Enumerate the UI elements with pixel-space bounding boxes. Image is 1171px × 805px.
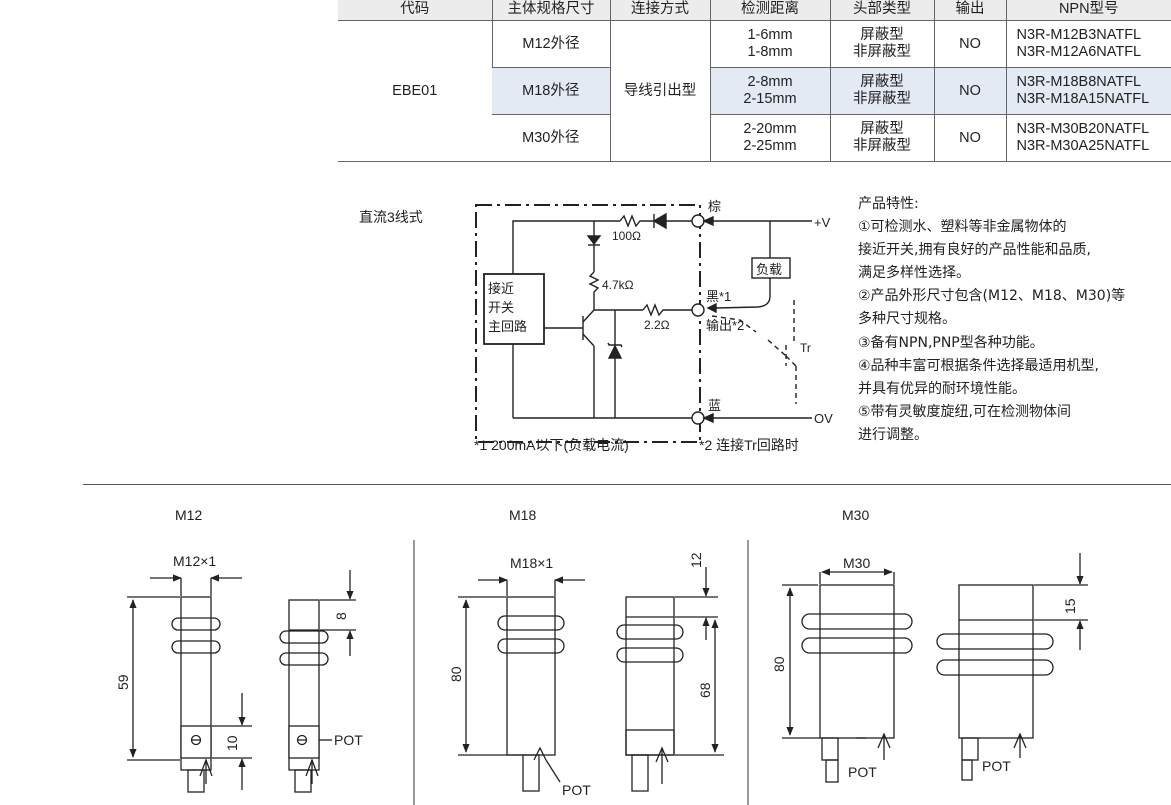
feature-line: 多种尺寸规格。 [858,311,956,328]
box-label-line2: 开关 [488,300,514,315]
m12-pot-label: POT [334,732,363,748]
header-output: 输出 [933,0,1006,21]
cell-size: M18外径 [492,67,610,115]
cell-output: NO [933,67,1006,115]
cell-head-type: 屏蔽型非屏蔽型 [829,20,934,68]
m18-thread-label: M18×1 [510,555,553,571]
wiring-diagram: 接近 开关 主回路 100Ω 4.7kΩ 2.2Ω 棕 黑*1 输出*2 蓝 +… [475,199,833,443]
header-distance: 检测距离 [709,0,830,21]
wire-brown-label: 棕 [708,199,721,214]
feature-line: 并具有优异的耐环境性能。 [858,380,1026,397]
box-label-line1: 接近 [488,281,514,296]
m30-pot-label-side: POT [982,758,1011,774]
m30-length-label: 80 [771,656,787,672]
header-code: 代码 [338,0,492,21]
m18-length-label: 80 [448,666,464,682]
cell-head-type: 屏蔽型非屏蔽型 [829,114,934,162]
table-header-row: 代码 主体规格尺寸 连接方式 检测距离 头部类型 输出 NPN型号 [338,0,1171,21]
wire-blue-label: 蓝 [708,398,721,413]
m12-thread-label: M12×1 [173,553,216,569]
m30-title: M30 [842,507,869,523]
header-npn: NPN型号 [1005,0,1171,21]
features-heading: 产品特性: [858,196,919,212]
cell-connection: 导线引出型 [609,20,710,162]
m12-title: M12 [175,507,202,523]
feature-line: 进行调整。 [858,426,928,443]
wire-output-label: 输出*2 [706,318,744,333]
m12-pot-length-label: 10 [224,735,240,751]
spec-table: 代码 主体规格尺寸 连接方式 检测距离 头部类型 输出 NPN型号 EBE01 … [338,0,1171,162]
m18-body-label: 68 [697,682,713,698]
feature-line: ③备有NPN,PNP型各种功能。 [858,334,1044,351]
circuit-title: 直流3线式 [359,209,423,225]
cell-size: M12外径 [491,20,610,68]
ov-label: OV [814,411,833,426]
feature-line: 满足多样性选择。 [858,265,970,282]
feature-line: ⑤带有灵敏度旋纽,可在检测物体间 [858,403,1072,420]
m18-head-label: 12 [688,552,704,568]
cell-code: EBE01 [338,20,492,162]
header-head-type: 头部类型 [829,0,934,21]
tr-label: Tr [800,341,811,355]
header-connection: 连接方式 [609,0,710,21]
feature-line: 接近开关,拥有良好的产品性能和品质, [858,242,1091,259]
m12-length-label: 59 [115,674,131,690]
feature-line: ①可检测水、塑料等非金属物体的 [858,219,1067,236]
product-features: 产品特性: ①可检测水、塑料等非金属物体的 接近开关,拥有良好的产品性能和品质,… [858,193,1125,447]
m18-pot-label: POT [562,782,591,798]
wire-black-label: 黑*1 [706,289,731,304]
m30-pot-label: POT [848,764,877,780]
resistor-100-label: 100Ω [612,229,641,243]
header-size: 主体规格尺寸 [491,0,610,21]
section-divider [83,484,1171,485]
m30-head-label: 15 [1062,598,1078,614]
m30-thread-label: M30 [843,555,870,571]
note-1: *1 200mA以下(负载电流) [474,437,629,453]
note-2: *2 连接Tr回路时 [699,437,799,453]
box-label-line3: 主回路 [488,319,527,334]
resistor-22-label: 2.2Ω [644,318,670,332]
feature-line: ④品种丰富可根据条件选择最适用机型, [858,357,1099,374]
cell-size: M30外径 [492,114,610,162]
resistor-47k-label: 4.7kΩ [602,278,634,292]
cell-output: NO [933,20,1006,68]
dimension-drawings: M12 M12×1 59 10 8 POT [115,507,1088,805]
m12-head-label: 8 [333,612,349,620]
cell-output: NO [933,114,1006,162]
vplus-label: +V [814,215,831,230]
feature-line: ②产品外形尺寸包含(M12、M18、M30)等 [858,288,1126,305]
m18-title: M18 [509,507,536,523]
cell-head-type: 屏蔽型非屏蔽型 [829,67,934,115]
load-label: 负载 [756,262,782,277]
